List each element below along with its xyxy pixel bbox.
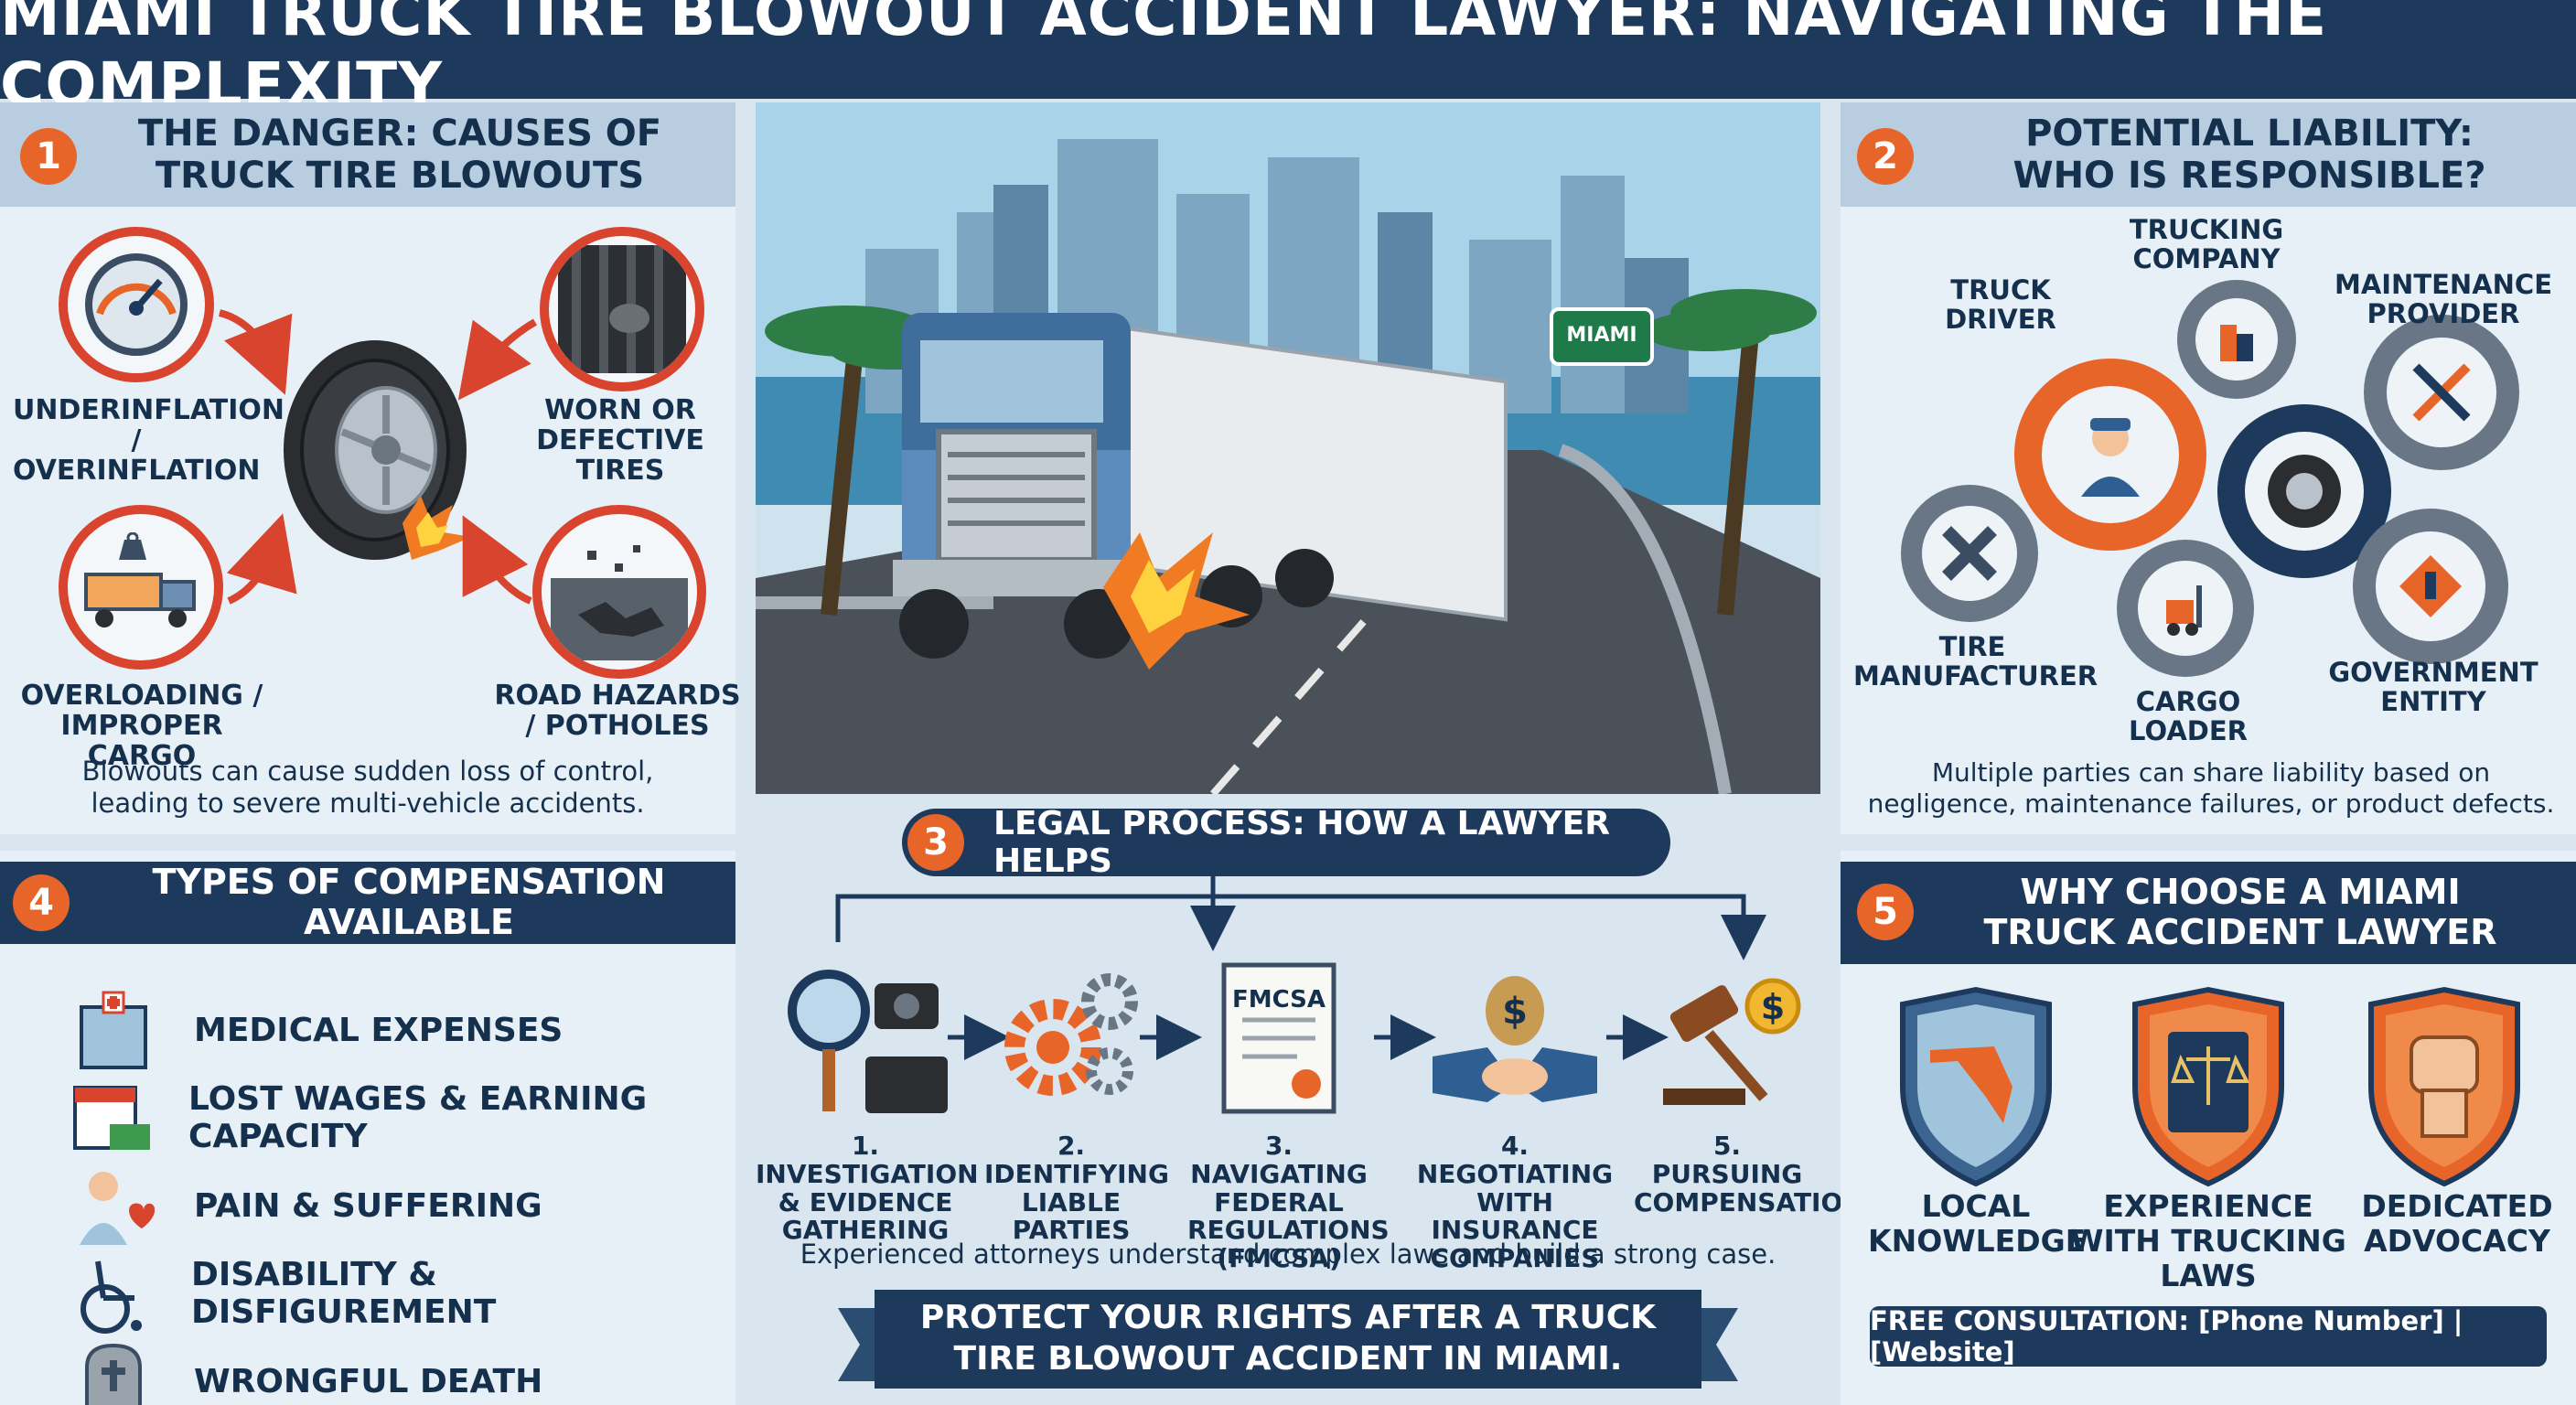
causes-caption: Blowouts can cause sudden loss of contro… [81,756,654,819]
gavel-coin-icon: $ [1634,951,1820,1125]
section-why-choose-title: WHY CHOOSE A MIAMI TRUCK ACCIDENT LAWYER [1983,872,2497,952]
tombstone-icon [70,1337,157,1405]
pothole-icon [532,505,706,679]
liability-caption: Multiple parties can share liability bas… [1867,757,2555,819]
injured-person-heart-icon [70,1162,157,1249]
section-compensation-title: TYPES OF COMPENSATION AVAILABLE [152,862,666,942]
gears-icon [984,951,1158,1125]
section-compensation: TYPES OF COMPENSATION AVAILABLE 4 MEDICA… [0,851,735,1405]
fmcsa-document-text: FMCSA [1231,986,1326,1014]
process-step-label: 3. NAVIGATING FEDERAL REGULATIONS (FMCSA… [1187,1131,1390,1274]
compensation-item-wages: LOST WAGES & EARNING CAPACITY [70,1074,735,1162]
florida-shield-icon [1900,986,2052,1187]
free-consultation-text: FREE CONSULTATION: [Phone Number] | [Web… [1870,1305,2463,1367]
section-number-badge: 2 [1857,128,1914,185]
miami-road-sign: MIAMI [1566,324,1637,347]
process-step-5: $ 5. PURSUING COMPENSATION [1634,951,1864,1217]
party-label-tire-manufacturer: TIRE MANUFACTURER [1853,631,2098,692]
party-label-maintenance: MAINTENANCE PROVIDER [2334,269,2553,329]
tire-center-gear-icon [2217,404,2391,578]
section-number-badge: 4 [13,874,70,931]
compensation-label: LOST WAGES & EARNING CAPACITY [188,1080,648,1155]
section-number-badge: 5 [1857,884,1914,940]
truck-driver-gear-icon [2014,359,2206,551]
party-label-cargo-loader: CARGO LOADER [2129,686,2248,746]
cargo-loader-gear-icon [2117,540,2254,677]
section-causes-title: THE DANGER: CAUSES OF TRUCK TIRE BLOWOUT… [137,113,662,197]
free-consultation-cta[interactable]: FREE CONSULTATION: [Phone Number] | [Web… [1870,1305,2547,1367]
cause-label-overloading: OVERLOADING / IMPROPER CARGO [20,680,263,772]
government-entity-gear-icon [2353,509,2508,664]
overloaded-truck-icon [59,505,223,670]
section-liability-title: POTENTIAL LIABILITY: WHO IS RESPONSIBLE? [2012,113,2486,197]
process-step-label: 2. IDENTIFYING LIABLE PARTIES [984,1131,1169,1246]
fist-shield-icon [2368,986,2520,1187]
trucking-company-gear-icon [2177,280,2296,399]
tire-manufacturer-gear-icon [1901,485,2038,622]
protect-rights-banner: PROTECT YOUR RIGHTS AFTER A TRUCK TIRE B… [919,1299,1657,1378]
section-causes: THE DANGER: CAUSES OF TRUCK TIRE BLOWOUT… [0,102,741,834]
process-step-2: 2. IDENTIFYING LIABLE PARTIES [984,951,1169,1246]
section-number-badge: 3 [907,814,964,871]
process-caption: Experienced attorneys understand complex… [800,1239,1776,1270]
cause-label-inflation: UNDERINFLATION / OVERINFLATION [13,394,284,487]
compensation-item-wrongful-death: WRONGFUL DEATH [70,1337,542,1405]
cause-label-worn: WORN OR DEFECTIVE TIRES [536,394,704,487]
section-legal-process: LEGAL PROCESS: HOW A LAWYER HELPS 3 1. I… [756,796,1864,1405]
blown-tire-illustration [284,340,471,560]
process-step-3: FMCSA 3. NAVIGATING FEDERAL REGULATIONS … [1187,951,1390,1274]
reason-label-experience: EXPERIENCE WITH TRUCKING LAWS [2070,1188,2346,1293]
svg-text:$: $ [1761,987,1785,1027]
section-liability-header: POTENTIAL LIABILITY: WHO IS RESPONSIBLE? [1841,102,2576,207]
reason-label-local: LOCAL KNOWLEDGE [1868,1188,2087,1259]
page-title: MIAMI TRUCK TIRE BLOWOUT ACCIDENT LAWYER… [0,0,2328,120]
process-step-label: 4. NEGOTIATING WITH INSURANCE COMPANIES [1416,1131,1614,1274]
party-label-driver: TRUCK DRIVER [1945,274,2056,335]
section-why-choose: WHY CHOOSE A MIAMI TRUCK ACCIDENT LAWYER… [1841,851,2576,1405]
compensation-label: WRONGFUL DEATH [194,1362,543,1400]
pressure-gauge-icon [59,227,214,382]
compensation-label: DISABILITY & DISFIGUREMENT [190,1256,497,1331]
cause-arrows [218,309,537,605]
section-legal-process-header: LEGAL PROCESS: HOW A LAWYER HELPS [902,805,1670,880]
process-step-label: 5. PURSUING COMPENSATION [1634,1131,1864,1217]
law-book-shield-icon [2132,986,2284,1187]
banner-ribbon [838,1290,1738,1389]
cause-label-hazards: ROAD HAZARDS / POTHOLES [494,680,741,742]
party-label-company: TRUCKING COMPANY [2129,214,2284,274]
section-compensation-header: TYPES OF COMPENSATION AVAILABLE [0,862,735,944]
section-legal-process-title: LEGAL PROCESS: HOW A LAWYER HELPS [993,805,1610,880]
process-step-4: $ 4. NEGOTIATING WITH INSURANCE COMPANIE… [1405,951,1625,1273]
compensation-label: PAIN & SUFFERING [194,1186,542,1225]
process-arrows [835,876,1766,1060]
hospital-icon [70,986,157,1074]
compensation-item-disability: DISABILITY & DISFIGUREMENT [70,1249,735,1337]
title-bar: MIAMI TRUCK TIRE BLOWOUT ACCIDENT LAWYER… [0,0,2576,120]
compensation-item-medical: MEDICAL EXPENSES [70,986,563,1074]
handshake-moneybag-icon: $ [1405,951,1625,1125]
calendar-money-icon [70,1074,152,1162]
fmcsa-document-icon: FMCSA [1187,951,1370,1125]
section-liability: POTENTIAL LIABILITY: WHO IS RESPONSIBLE?… [1841,102,2576,834]
process-step-1: 1. INVESTIGATION & EVIDENCE GATHERING [756,951,979,1246]
magnifier-camera-briefcase-icon [756,951,975,1125]
section-number-badge: 1 [20,128,77,185]
compensation-label: MEDICAL EXPENSES [194,1011,564,1049]
party-label-government: GOVERNMENT ENTITY [2328,657,2538,717]
section-causes-header: THE DANGER: CAUSES OF TRUCK TIRE BLOWOUT… [0,102,735,207]
section-why-choose-header: WHY CHOOSE A MIAMI TRUCK ACCIDENT LAWYER [1841,862,2576,964]
worn-tread-icon [540,227,704,391]
maintenance-provider-gear-icon [2364,315,2519,470]
compensation-item-pain: PAIN & SUFFERING [70,1162,542,1249]
reason-label-advocacy: DEDICATED ADVOCACY [2361,1188,2553,1259]
wheelchair-icon [70,1249,155,1337]
hero-illustration: MIAMI [756,102,1820,794]
process-step-label: 1. INVESTIGATION & EVIDENCE GATHERING [756,1131,979,1246]
svg-text:$: $ [1502,991,1528,1033]
